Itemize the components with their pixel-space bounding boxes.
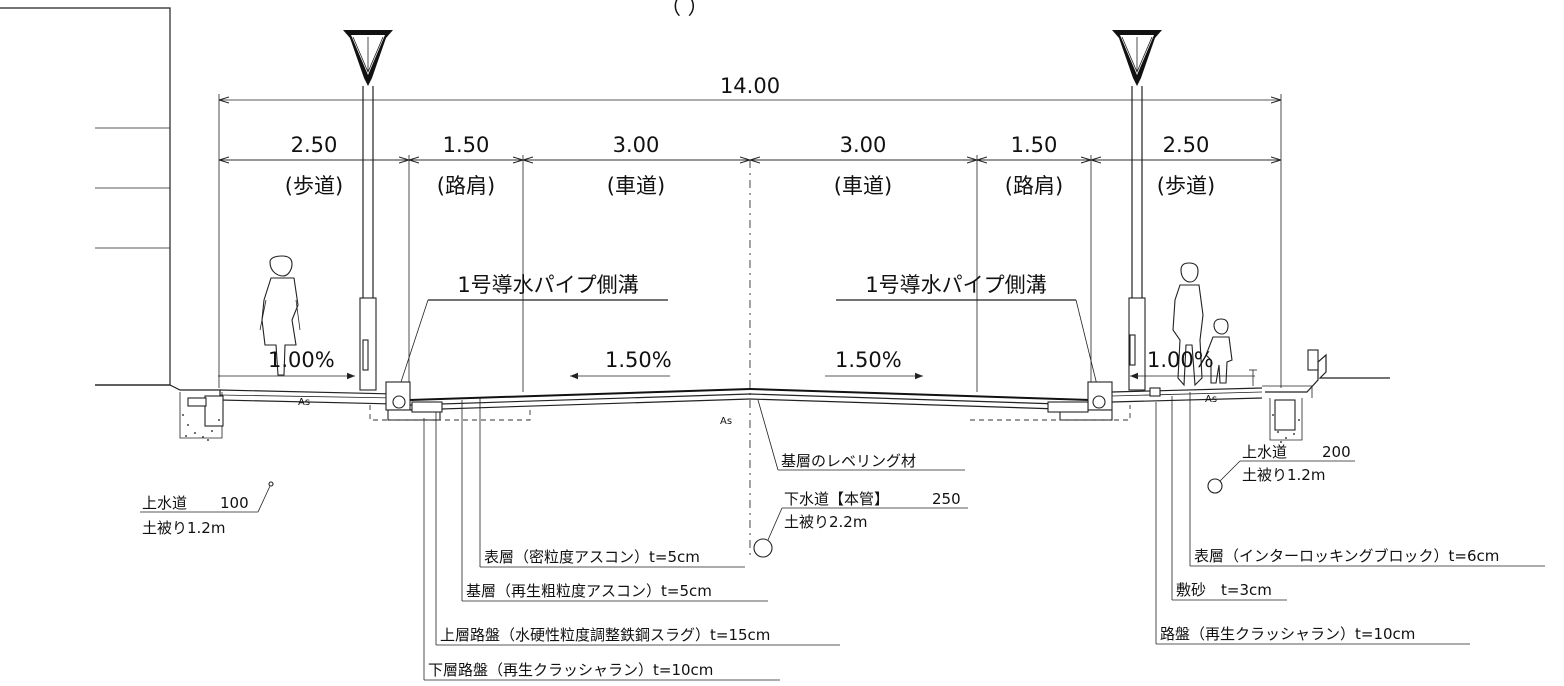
slope-right-sidewalk: 1.00%: [1147, 348, 1214, 372]
dim-right-sidewalk: 2.50: [1163, 133, 1210, 157]
water-right-name: 上水道: [1242, 443, 1287, 461]
total-width-dimension: 14.00: [218, 74, 1282, 388]
zone-right-shoulder: (路肩): [1005, 174, 1063, 198]
dim-left-carriageway: 3.00: [613, 133, 660, 157]
drain-leader-left: [399, 299, 429, 386]
water-left-size: 100: [220, 494, 249, 512]
drain-leader-right: [1075, 299, 1098, 386]
water-right-cover: 土被り1.2m: [1242, 466, 1325, 484]
water-main-right: 上水道 200 土被り1.2m: [1207, 443, 1355, 494]
leveling-label: 基層のレベリング材: [781, 452, 916, 470]
sewer-name: 下水道【本管】: [784, 490, 889, 508]
sewer-cover: 土被り2.2m: [784, 513, 867, 531]
pedestrian-right-figures: [1172, 262, 1233, 387]
water-left-name: 上水道: [142, 494, 187, 512]
sewer-main: 下水道【本管】 250 土被り2.2m: [753, 490, 968, 558]
water-left-cover: 土被り1.2m: [142, 519, 225, 537]
street-light-right: [1112, 30, 1162, 391]
zone-right-carriageway: (車道): [834, 174, 892, 198]
dim-left-sidewalk: 2.50: [291, 133, 338, 157]
sidewalk-layer-callouts: 表層（インターロッキングブロック）t=6cm 敷砂 t=3cm 路盤（再生クラッ…: [1155, 392, 1545, 645]
dim-right-shoulder: 1.50: [1011, 133, 1058, 157]
top-title: （ ）: [660, 0, 709, 19]
sidewalk-layer-surface: 表層（インターロッキングブロック）t=6cm: [1194, 547, 1499, 565]
as-mark-right: As: [1205, 394, 1217, 405]
layer-binder: 基層（再生粗粒度アスコン）t=5cm: [466, 582, 712, 600]
water-right-size: 200: [1322, 443, 1351, 461]
zone-left-sidewalk: (歩道): [285, 174, 343, 198]
drain-label-right: 1号導水パイプ側溝: [865, 273, 1046, 297]
pavement-layer-callouts: 表層（密粒度アスコン）t=5cm 基層（再生粗粒度アスコン）t=5cm 上層路盤…: [423, 398, 840, 681]
leveling-callout: 基層のレベリング材: [757, 399, 965, 471]
dim-left-shoulder: 1.50: [443, 133, 490, 157]
as-mark-left: As: [298, 397, 310, 408]
slope-right-carriageway: 1.50%: [835, 348, 902, 372]
sidewalk-layer-base: 路盤（再生クラッシャラン）t=10cm: [1160, 625, 1415, 643]
sewer-size: 250: [932, 490, 961, 508]
dim-right-carriageway: 3.00: [840, 133, 887, 157]
zone-right-sidewalk: (歩道): [1157, 174, 1215, 198]
pedestrian-left-figure: [259, 255, 301, 376]
drain-label-left: 1号導水パイプ側溝: [457, 273, 638, 297]
slope-left-sidewalk: 1.00%: [268, 348, 335, 372]
water-main-left: 上水道 100 土被り1.2m: [140, 481, 274, 537]
sidewalk-layer-sand: 敷砂 t=3cm: [1176, 581, 1272, 599]
layer-surface: 表層（密粒度アスコン）t=5cm: [484, 548, 700, 566]
as-mark-center: As: [720, 416, 732, 427]
street-light-left: [343, 30, 393, 391]
layer-lower-base: 下層路盤（再生クラッシャラン）t=10cm: [428, 661, 713, 679]
soil-dots: [182, 414, 1300, 443]
zone-left-shoulder: (路肩): [437, 174, 495, 198]
segment-dimensions: 2.50 1.50 3.00 3.00 1.50 2.50 (歩道) (路肩) …: [219, 133, 1281, 392]
total-width-label: 14.00: [720, 74, 780, 98]
zone-left-carriageway: (車道): [607, 174, 665, 198]
left-building: [0, 7, 171, 386]
layer-upper-base: 上層路盤（水硬性粒度調整鉄鋼スラグ）t=15cm: [440, 626, 770, 644]
slope-left-carriageway: 1.50%: [605, 348, 672, 372]
pavement-section: As As As: [95, 349, 1390, 441]
